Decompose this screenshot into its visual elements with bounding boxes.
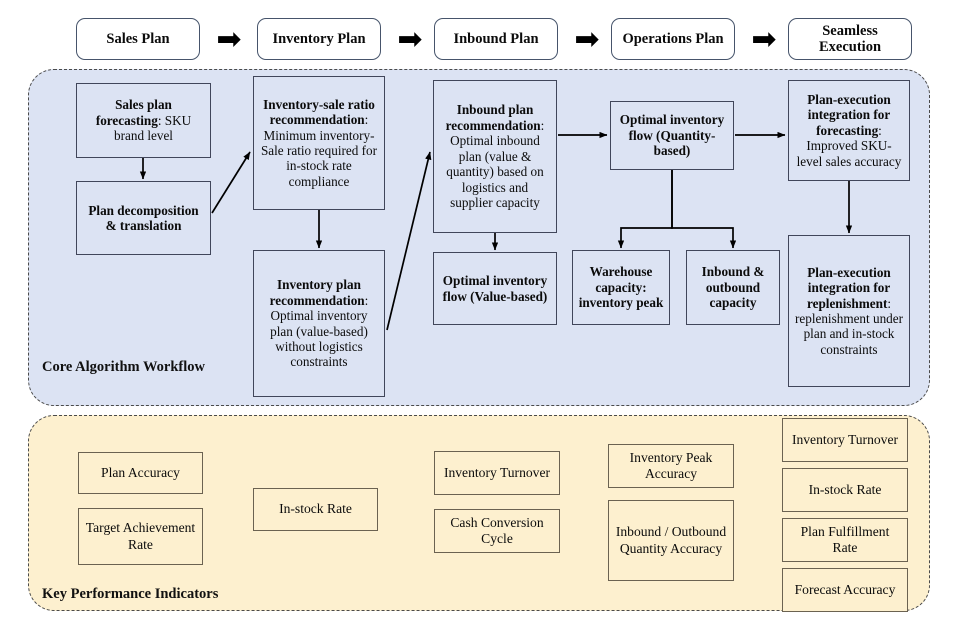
node-title: Inventory plan recommendation [269,277,365,308]
node-desc: : Minimum inventory-Sale ratio required … [260,112,378,189]
node-optimal-inventory-flow-value[interactable]: Optimal inventory flow (Value-based) [433,252,557,325]
kpi-inbound-outbound-quantity-accuracy[interactable]: Inbound / Outbound Quantity Accuracy [608,500,734,581]
kpi-forecast-accuracy[interactable]: Forecast Accuracy [782,568,908,612]
pipeline-step-seamless-execution[interactable]: Seamless Execution [788,18,912,60]
node-title: Plan-execution integration for replenish… [806,264,891,311]
connector-optimal-quantity-to-capacity [671,170,737,249]
pipeline-arrow-icon-2: ➡ [397,22,423,57]
pipeline-step-inbound-plan[interactable]: Inbound Plan [434,18,558,60]
node-desc: : Optimal inbound plan (value & quantity… [446,117,545,211]
pipeline-step-operations-plan[interactable]: Operations Plan [611,18,735,60]
node-desc: : Optimal inventory plan (value-based) w… [270,292,369,370]
node-inbound-plan-recommendation[interactable]: Inbound plan recommendation: Optimal inb… [433,80,557,233]
node-title: Warehouse capacity: inventory peak [578,264,664,311]
node-title: Sales plan forecasting [95,97,172,128]
core-workflow-label: Core Algorithm Workflow [42,359,205,375]
node-plan-decomposition[interactable]: Plan decomposition & translation [76,181,211,255]
node-title: Plan-execution integration for forecasti… [807,91,891,138]
node-inventory-sale-ratio-recommendation[interactable]: Inventory-sale ratio recommendation: Min… [253,76,385,210]
kpi-inventory-peak-accuracy[interactable]: Inventory Peak Accuracy [608,444,734,488]
node-title: Plan decomposition & translation [88,202,199,233]
node-desc: : SKU brand level [114,112,192,144]
kpi-cash-conversion-cycle[interactable]: Cash Conversion Cycle [434,509,560,553]
kpi-target-achievement-rate[interactable]: Target Achievement Rate [78,508,203,565]
node-inventory-plan-recommendation[interactable]: Inventory plan recommendation: Optimal i… [253,250,385,397]
kpi-plan-accuracy[interactable]: Plan Accuracy [78,452,203,494]
pipeline-arrow-icon-4: ➡ [751,22,777,57]
node-plan-execution-integration-replenishment[interactable]: Plan-execution integration for replenish… [788,235,910,387]
connector-decomposition-to-ratio [211,151,251,214]
node-plan-execution-integration-forecasting[interactable]: Plan-execution integration for forecasti… [788,80,910,181]
kpi-inventory-turnover[interactable]: Inventory Turnover [434,451,560,495]
node-title: Optimal inventory flow (Quantity-based) [619,112,725,159]
node-title: Inventory-sale ratio recommendation [263,96,375,128]
node-desc: : replenishment under plan and in-stock … [794,295,904,357]
node-title: Inbound plan recommendation [445,102,541,133]
node-inbound-outbound-capacity[interactable]: Inbound & outbound capacity [686,250,780,325]
node-warehouse-capacity[interactable]: Warehouse capacity: inventory peak [572,250,670,325]
kpi-seamless-in-stock-rate[interactable]: In-stock Rate [782,468,908,512]
pipeline-step-sales-plan[interactable]: Sales Plan [76,18,200,60]
node-title: Inbound & outbound capacity [701,264,765,311]
connector-inventory-plan-to-inbound [386,151,432,331]
pipeline-arrow-icon-1: ➡ [216,22,242,57]
node-sales-plan-forecasting[interactable]: Sales plan forecasting: SKU brand level [76,83,211,158]
kpi-plan-fulfillment-rate[interactable]: Plan Fulfillment Rate [782,518,908,562]
kpi-section-label: Key Performance Indicators [42,586,219,602]
node-optimal-inventory-flow-quantity[interactable]: Optimal inventory flow (Quantity-based) [610,101,734,170]
connector-optimal-quantity-to-warehouse [617,170,673,249]
node-desc: : Improved SKU-level sales accuracy [796,122,902,169]
kpi-in-stock-rate[interactable]: In-stock Rate [253,488,378,531]
kpi-seamless-inventory-turnover[interactable]: Inventory Turnover [782,418,908,462]
pipeline-step-inventory-plan[interactable]: Inventory Plan [257,18,381,60]
node-title: Optimal inventory flow (Value-based) [442,273,548,304]
pipeline-arrow-icon-3: ➡ [574,22,600,57]
